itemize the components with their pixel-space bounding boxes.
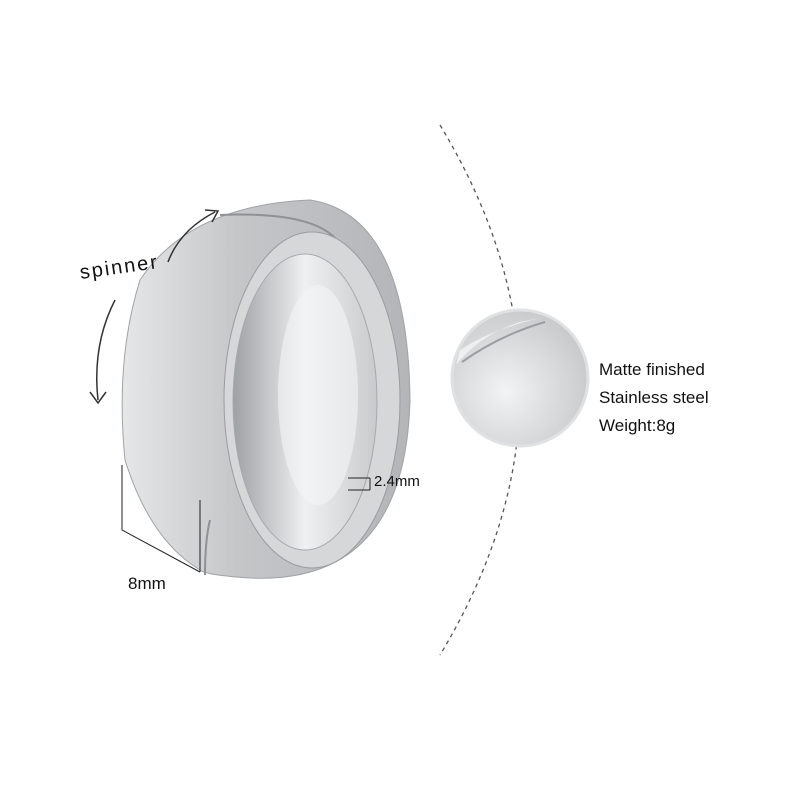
width-dimension-lines (121, 465, 201, 573)
rotate-arrow-down-icon (96, 299, 116, 401)
spec-finish: Matte finished (599, 360, 705, 379)
rotate-arrow-up-icon (167, 211, 216, 263)
spec-material: Stainless steel (599, 388, 709, 407)
width-label: 8mm (128, 574, 166, 593)
spec-weight: Weight:8g (599, 416, 676, 435)
texture-closeup (450, 308, 590, 448)
thickness-label: 2.4mm (374, 473, 420, 490)
thickness-dimension-lines (348, 477, 371, 491)
